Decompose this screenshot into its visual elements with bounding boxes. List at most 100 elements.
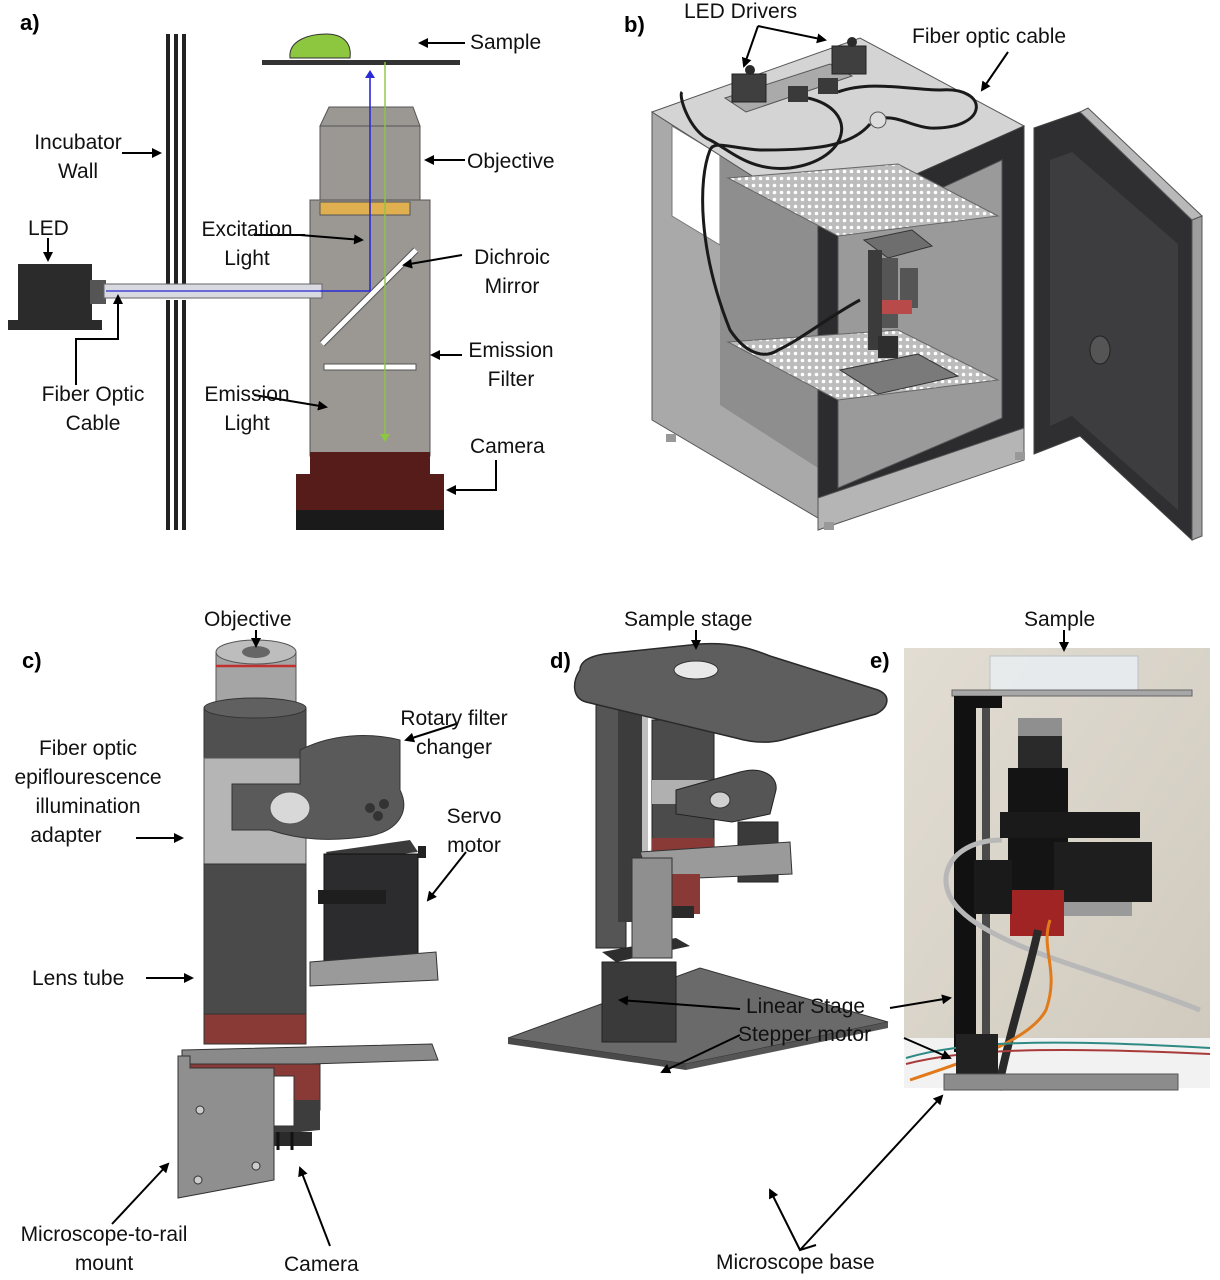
label-emission-filter-line2: Filter	[487, 368, 535, 391]
label-servo-line2: motor	[447, 834, 501, 857]
camera-block	[296, 452, 444, 530]
label-rail-mount: Microscope-to-rail mount	[4, 1220, 204, 1278]
label-dichroic-mirror-line1: Dichroic	[474, 246, 550, 269]
column-top-bracket	[954, 696, 1002, 708]
incubator-interior-back	[720, 155, 818, 468]
arrow-linear-stage-d	[618, 995, 741, 1010]
arrow-camera-c	[298, 1166, 331, 1247]
stepper-wires-2	[905, 1048, 1211, 1065]
mini-microscope	[838, 229, 960, 395]
arrow-emission-light	[253, 394, 328, 411]
camera-e	[1010, 890, 1064, 936]
door-handle[interactable]	[1089, 335, 1111, 365]
filter-block	[319, 201, 411, 216]
label-dichroic-mirror: Dichroic Mirror	[460, 243, 564, 301]
panel-label-d: d)	[550, 648, 571, 673]
panel-label-b: b)	[624, 12, 645, 37]
label-fiber-optic-cable-line2: Cable	[65, 412, 121, 435]
fiber-optic-cable	[103, 283, 323, 299]
stage-plate-e	[951, 689, 1193, 697]
label-sample: Sample	[470, 31, 542, 54]
dichroic-mirror-face	[320, 248, 418, 346]
label-rotary-filter-changer: Rotary filter changer	[388, 704, 520, 762]
label-camera: Camera	[470, 435, 545, 458]
panel-d: d) Sample stage Linear Stage Stepper mot…	[500, 590, 900, 1280]
incubator-render	[650, 25, 1203, 542]
lead-screw	[642, 698, 648, 922]
foot-1	[666, 434, 676, 442]
panel-a: a) Sample Incubator Wall Objective LED E…	[0, 0, 610, 540]
panel-e: e) Sample	[799, 590, 1220, 1280]
rail-mount	[177, 1055, 275, 1199]
label-dichroic-mirror-line2: Mirror	[484, 275, 540, 298]
mount-hole-3	[195, 1105, 205, 1115]
label-lens-tube: Lens tube	[32, 967, 125, 990]
arrow-camera	[446, 460, 497, 495]
label-illumination-adapter: Fiber optic epiflourescence illumination…	[2, 734, 174, 850]
filter-holder	[269, 791, 311, 825]
label-led-drivers: LED Drivers	[684, 0, 798, 23]
upper-shelf	[726, 163, 1000, 237]
mount-hole-2	[251, 1161, 261, 1171]
arrow-stepper-motor-e	[903, 1037, 952, 1060]
arrow-rotary-filter	[404, 723, 457, 743]
arrow-excitation-light-tip	[299, 234, 364, 245]
filter-changer-e	[1000, 812, 1140, 838]
stepper-wires	[905, 1041, 1211, 1059]
label-stepper-motor: Stepper motor	[738, 1023, 872, 1046]
camera-ring	[203, 1013, 307, 1045]
label-fiber-optic-cable-line1: Fiber Optic	[41, 383, 145, 406]
microscope-render	[111, 630, 467, 1247]
fiber-cable-e	[943, 837, 1201, 1013]
label-excitation-light-line1: Excitation	[201, 218, 293, 241]
upper-tube-top	[203, 697, 307, 719]
incubator-wall	[166, 34, 186, 530]
panel-b: b) LED Drivers Fiber optic cable	[610, 0, 1220, 560]
filter-slot-3	[373, 811, 383, 821]
excitation-light-path	[320, 70, 375, 292]
led-driver-left	[731, 65, 767, 103]
sample-stage-plate[interactable]	[573, 642, 888, 743]
filter-holder-d	[709, 791, 731, 809]
label-rail-mount-line1: Microscope-to-rail	[20, 1223, 188, 1246]
microscope-base-e	[943, 1073, 1179, 1091]
label-excitation-light-line2: Light	[224, 247, 270, 270]
fiber-coupler	[869, 111, 887, 129]
foot-3	[1015, 452, 1025, 460]
carriage-e	[974, 860, 1012, 914]
fiber-cable-3	[701, 123, 872, 356]
sample-dish	[989, 655, 1139, 691]
servo-plate-e	[1056, 902, 1132, 916]
arrow-fiber-optic-cable	[75, 294, 123, 385]
label-adapter-line2: epiflourescence	[14, 766, 162, 789]
sample-stage-line	[262, 60, 460, 65]
sample-drop	[289, 33, 351, 59]
label-emission-light: Emission Light	[194, 380, 300, 438]
base-edge-side	[686, 1022, 888, 1070]
emission-filter	[323, 363, 417, 371]
fiber-cable-1	[679, 90, 844, 170]
incubator-door[interactable]	[1033, 107, 1203, 542]
label-adapter-line4: adapter	[30, 824, 102, 847]
label-microscope-base: Microscope base	[716, 1251, 875, 1274]
label-objective: Objective	[467, 150, 555, 173]
label-incubator-wall-line2: Wall	[57, 160, 99, 183]
label-incubator-wall-line1: Incubator	[34, 131, 122, 154]
arrow-dichroic-mirror	[402, 254, 463, 269]
label-camera-c: Camera	[284, 1253, 359, 1276]
filter-slot-2	[379, 799, 389, 809]
label-rotary-filter-line1: Rotary filter	[400, 707, 508, 730]
servo-plate	[309, 951, 439, 987]
panel-a-schematic	[8, 33, 497, 530]
stepper-motor-e	[956, 1034, 998, 1078]
label-emission-filter: Emission Filter	[458, 336, 564, 394]
panel-label-e: e)	[870, 648, 890, 673]
fiber-cable-2	[837, 84, 978, 130]
base-edge-front	[508, 1038, 686, 1070]
label-fiber-optic-cable-b: Fiber optic cable	[912, 25, 1067, 48]
linear-stage-e[interactable]	[954, 696, 976, 1052]
led-module-2	[818, 78, 838, 94]
panel-label-a: a)	[20, 10, 40, 35]
mount-hole-1	[193, 1175, 203, 1185]
filter-slot-1	[365, 803, 375, 813]
